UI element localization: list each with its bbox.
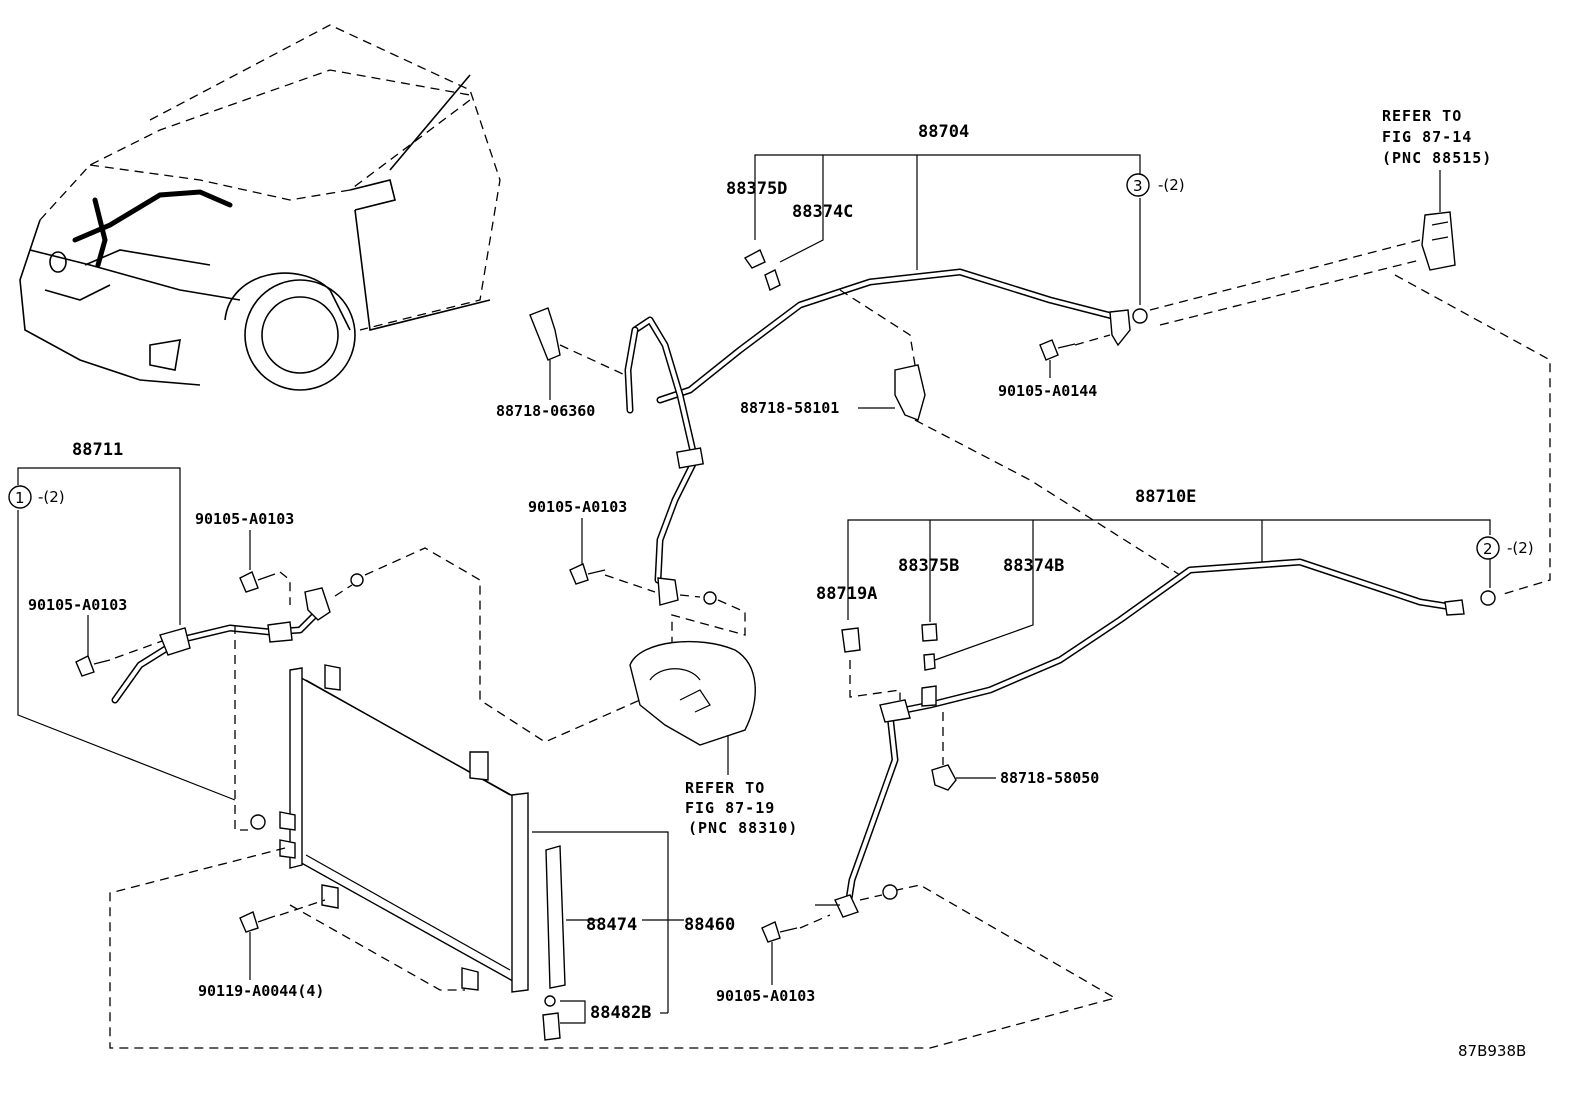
clamp-88718-58101	[894, 364, 926, 421]
callout-1-number: 1	[15, 489, 25, 507]
o-ring-88482B	[544, 995, 556, 1007]
ref-87-14-line1: REFER TO	[1382, 107, 1462, 125]
label-88718-06360: 88718-06360	[496, 402, 595, 420]
label-88710E: 88710E	[1135, 487, 1196, 507]
bolt-90119-A0044: 90119-A0044(4)	[198, 899, 465, 1000]
compressor-group: 90105-A0103 REFER TO FIG 87-19 (PNC 8831…	[528, 498, 798, 837]
bolt-90105-A0144	[1039, 339, 1076, 361]
ref-87-19-line3: (PNC 88310)	[688, 819, 798, 837]
callout-2-number: 2	[1483, 540, 1493, 558]
desiccant-88474	[545, 845, 566, 989]
ref-87-14-line3: (PNC 88515)	[1382, 149, 1492, 167]
label-88375D: 88375D	[726, 179, 787, 199]
label-88460: 88460	[684, 915, 735, 935]
vehicle-illustration	[19, 24, 501, 391]
callout-3-number: 3	[1133, 177, 1143, 195]
expansion-valve	[1421, 211, 1456, 271]
valve-cap-88375D	[743, 249, 766, 269]
clamp-88718-58050	[931, 764, 957, 791]
bolt-90105-A0103-left	[75, 655, 111, 677]
valve-core-88374B	[923, 653, 936, 671]
label-90105-A0103-mid: 90105-A0103	[528, 498, 627, 516]
label-88482B: 88482B	[590, 1003, 651, 1023]
pipe-88710E-group: 88710E 88719A 88375B 88374B 2 -(2) 8	[716, 487, 1534, 1005]
label-88718-58050: 88718-58050	[1000, 769, 1099, 787]
label-88375B: 88375B	[898, 556, 959, 576]
ref-87-19-line2: FIG 87-19	[685, 799, 775, 817]
label-88711: 88711	[72, 440, 123, 460]
label-88374C: 88374C	[792, 202, 853, 222]
diagram-code: 87B938B	[1458, 1042, 1526, 1060]
bolt-90105-A0103-upper	[239, 571, 276, 593]
valve-cap-88375B	[921, 623, 938, 642]
label-88718-58101: 88718-58101	[740, 399, 839, 417]
label-88474: 88474	[586, 915, 637, 935]
plug-88482B	[542, 1012, 561, 1041]
o-ring-lower	[882, 884, 898, 900]
o-ring-3	[1132, 308, 1148, 324]
label-88374B: 88374B	[1003, 556, 1064, 576]
ref-87-19-line1: REFER TO	[685, 779, 765, 797]
label-90105-A0103-left: 90105-A0103	[28, 596, 127, 614]
hose-88711-group: 88711 1 -(2) 90105-A0103 90105-A0103	[8, 440, 641, 831]
label-88704: 88704	[918, 122, 969, 142]
callout-2-circle	[1476, 536, 1500, 560]
clamp-88718-06360	[529, 307, 561, 361]
condenser-88460	[279, 664, 529, 993]
label-90105-A0103-upper: 90105-A0103	[195, 510, 294, 528]
ref-87-14-line2: FIG 87-14	[1382, 128, 1472, 146]
valve-core-88374C	[764, 269, 781, 291]
o-ring-1	[250, 814, 266, 830]
reference-fig-87-14: REFER TO FIG 87-14 (PNC 88515)	[1382, 107, 1551, 596]
hose-88704-group: 88704 88375D 88374C 3 -(2) 88718-06360 8…	[496, 122, 1421, 606]
label-90119-A0044: 90119-A0044(4)	[198, 982, 324, 1000]
o-ring-compressor	[703, 591, 717, 605]
label-90105-A0144: 90105-A0144	[998, 382, 1097, 400]
label-90105-A0103-lower: 90105-A0103	[716, 987, 815, 1005]
pressure-switch-88719A	[841, 627, 861, 653]
label-88719A: 88719A	[816, 584, 877, 604]
callout-3-circle	[1126, 173, 1150, 197]
o-ring-2	[1480, 590, 1496, 606]
o-ring-1-upper	[350, 573, 364, 587]
receiver-group: 88474 88460 88482B	[532, 831, 735, 1041]
bolt-90105-A0103-mid	[569, 563, 606, 585]
callout-2-qty: -(2)	[1507, 539, 1534, 557]
callout-3-qty: -(2)	[1158, 176, 1185, 194]
bolt-90105-A0103-lower	[761, 921, 798, 943]
callout-1-qty: -(2)	[38, 488, 65, 506]
callout-1-circle	[8, 485, 32, 509]
